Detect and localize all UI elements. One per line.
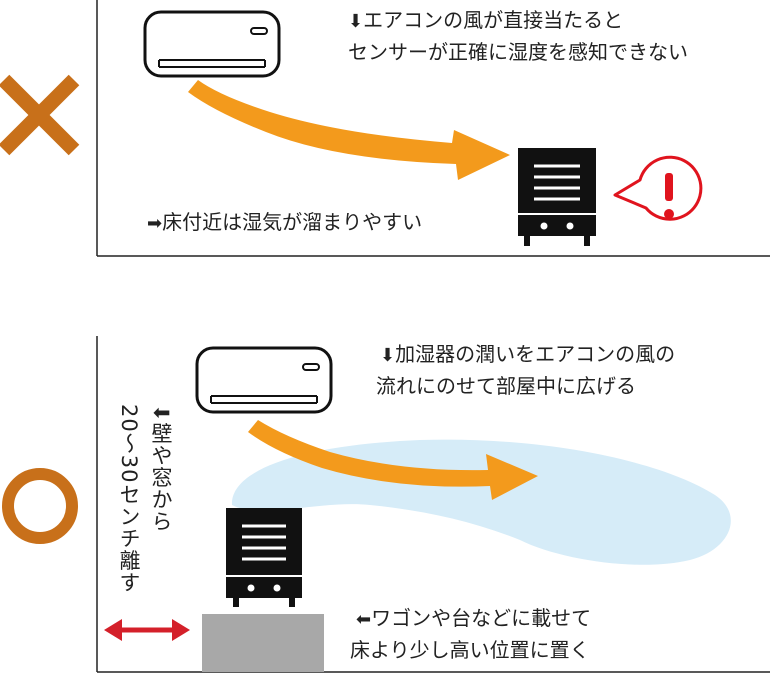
good-note-line2: 流れにのせて部屋中に広げる <box>376 374 636 398</box>
wall-note-col2: 20～30センチ離す <box>117 404 141 594</box>
bad-note-line2: センサーが正確に湿度を感知できない <box>348 40 688 64</box>
circle-mark-icon <box>2 468 78 544</box>
bad-panel-frame <box>96 0 770 257</box>
wall-note-col1: ⬇壁や窓から <box>148 404 174 533</box>
good-note-line1: ⬇加湿器の潤いをエアコンの風の <box>380 340 675 370</box>
left-arrow-icon: ⬅ <box>356 609 372 630</box>
distance-arrow-icon <box>104 619 190 641</box>
stand-platform <box>202 614 324 672</box>
bad-floor-note-text: 床付近は湿気が溜まりやすい <box>162 210 423 234</box>
right-arrow-icon: ➡ <box>147 213 163 234</box>
stand-note-line1: ⬅ワゴンや台などに載せて <box>356 604 591 634</box>
wall-note-text1: 壁や窓から <box>149 422 173 533</box>
down-arrow-icon: ⬇ <box>380 345 396 366</box>
good-note-text1: 加湿器の潤いをエアコンの風の <box>395 342 676 366</box>
down-arrow-icon: ⬇ <box>348 11 364 32</box>
bad-note-line1: ⬇エアコンの風が直接当たると <box>348 6 623 36</box>
airflow-arrow <box>188 80 510 180</box>
humidifier-icon <box>226 508 302 607</box>
airflow-arrow <box>248 420 538 500</box>
stand-note-line2: 床より少し高い位置に置く <box>350 638 590 662</box>
down-arrow-icon: ⬇ <box>149 404 173 423</box>
exclamation-icon <box>613 155 703 221</box>
bad-note-text1: エアコンの風が直接当たると <box>363 8 624 32</box>
air-conditioner-icon <box>195 346 333 414</box>
cross-mark-icon <box>0 74 80 156</box>
humidifier-icon <box>518 148 596 246</box>
stand-note-text1: ワゴンや台などに載せて <box>371 606 592 630</box>
bad-floor-note: ➡床付近は湿気が溜まりやすい <box>147 208 422 238</box>
air-conditioner-icon <box>143 10 281 78</box>
